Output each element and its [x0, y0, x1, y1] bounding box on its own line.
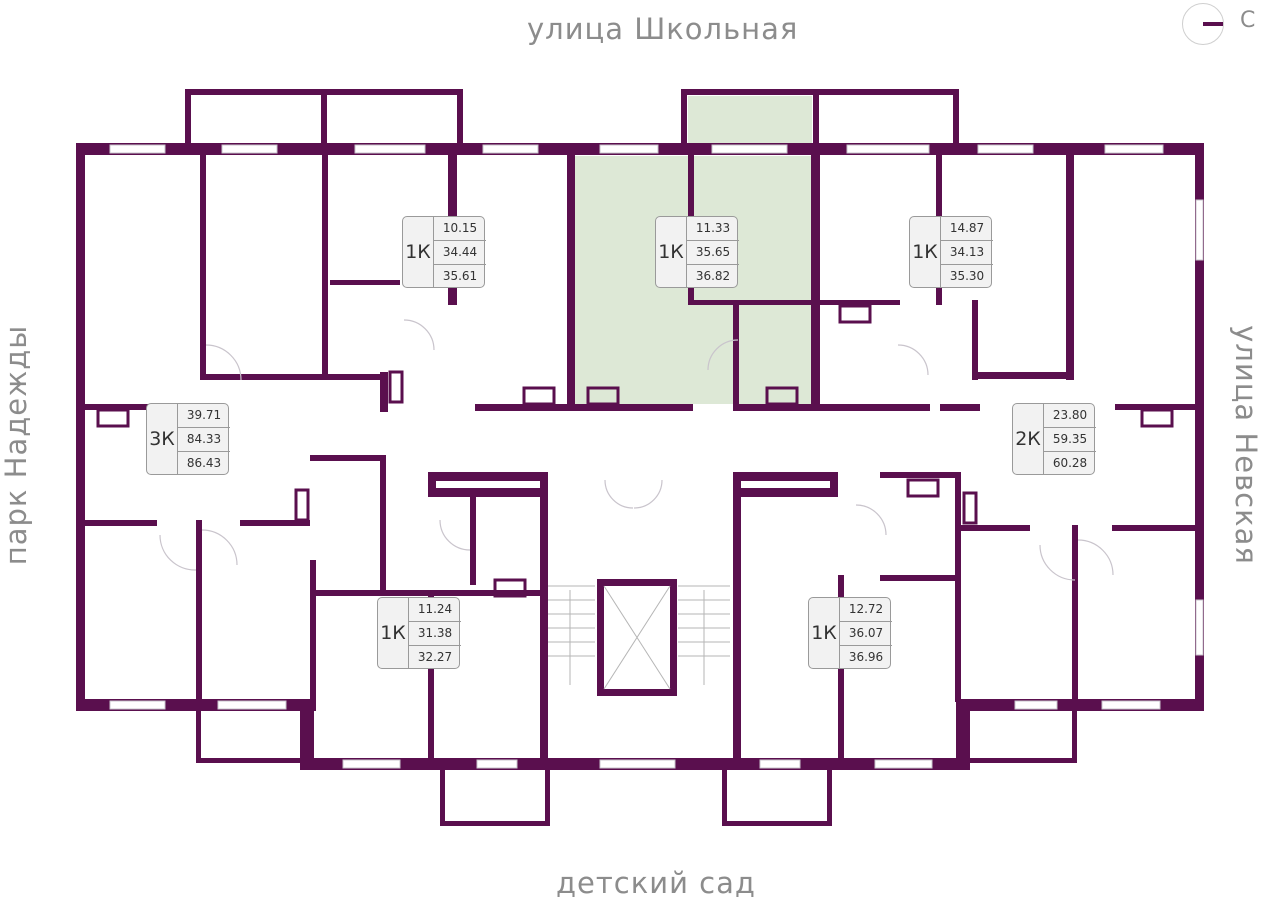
total-area: 35.65	[687, 241, 739, 265]
apartment-label[interactable]: 1К 14.87 34.13 35.30	[909, 216, 993, 288]
apartment-label[interactable]: 1К 12.72 36.07 36.96	[808, 597, 892, 669]
fixtures	[96, 304, 1174, 598]
area-with-balcony: 32.27	[417, 650, 453, 664]
apartment-label[interactable]: 3К 39.71 84.33 86.43	[146, 403, 230, 475]
compass-needle	[1203, 22, 1223, 26]
total-area: 59.35	[1044, 428, 1096, 452]
street-label-top: улица Школьная	[527, 12, 799, 46]
living-area: 39.71	[178, 404, 230, 428]
living-area: 10.15	[434, 217, 486, 241]
area-with-balcony: 35.30	[949, 269, 985, 283]
apartment-label[interactable]: 1К 10.15 34.44 35.61	[402, 216, 486, 288]
apartment-type: 3К	[149, 428, 175, 450]
living-area: 23.80	[1044, 404, 1096, 428]
total-area: 84.33	[178, 428, 230, 452]
apartment-type: 1К	[405, 241, 431, 263]
staircase	[548, 585, 730, 690]
windows	[109, 144, 1204, 769]
apartment-label[interactable]: 1К 11.33 35.65 36.82	[655, 216, 739, 288]
living-area: 11.33	[687, 217, 739, 241]
area-with-balcony: 60.28	[1052, 456, 1088, 470]
apartment-type: 1К	[811, 622, 837, 644]
compass-icon	[1182, 3, 1224, 45]
apartment-type: 2К	[1015, 428, 1041, 450]
area-with-balcony: 36.96	[848, 650, 884, 664]
apartment-label[interactable]: 1К 11.24 31.38 32.27	[377, 597, 461, 669]
apartment-type: 1К	[380, 622, 406, 644]
compass-letter: С	[1240, 8, 1256, 33]
apartment-label[interactable]: 2К 23.80 59.35 60.28	[1012, 403, 1096, 475]
living-area: 14.87	[941, 217, 993, 241]
street-label-bottom: детский сад	[556, 866, 756, 900]
living-area: 12.72	[840, 598, 892, 622]
apartment-type: 1К	[658, 241, 684, 263]
highlighted-apartment[interactable]	[575, 96, 812, 404]
door-swings	[159, 319, 1114, 581]
area-with-balcony: 86.43	[186, 456, 222, 470]
area-with-balcony: 35.61	[442, 269, 478, 283]
total-area: 36.07	[840, 622, 892, 646]
area-with-balcony: 36.82	[695, 269, 731, 283]
total-area: 34.13	[941, 241, 993, 265]
apartment-type: 1К	[912, 241, 938, 263]
living-area: 11.24	[409, 598, 461, 622]
total-area: 31.38	[409, 622, 461, 646]
total-area: 34.44	[434, 241, 486, 265]
